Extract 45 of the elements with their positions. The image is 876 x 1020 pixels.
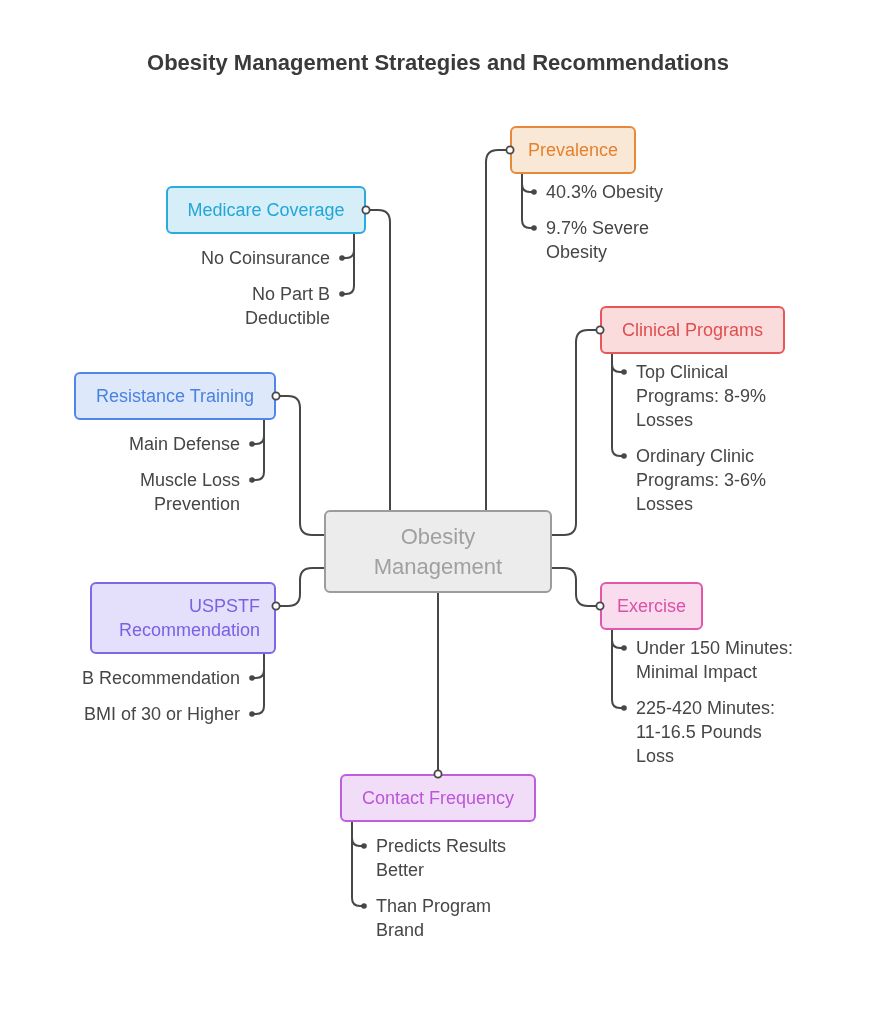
connector — [249, 653, 265, 717]
bullet-text: Muscle Loss Prevention — [120, 468, 252, 516]
topic-box — [600, 306, 785, 354]
bullet-text: BMI of 30 or Higher — [52, 702, 252, 726]
bullet-text: Main Defense — [102, 432, 252, 456]
connector — [351, 821, 367, 909]
bullet-text: Ordinary Clinic Programs: 3-6% Losses — [624, 444, 786, 516]
bullet-text: B Recommendation — [52, 666, 252, 690]
connector — [551, 325, 605, 536]
connector — [433, 592, 443, 779]
topic-label: Medicare Coverage — [187, 199, 345, 222]
connector — [611, 629, 627, 711]
topic-box — [90, 582, 276, 654]
connector — [611, 353, 627, 459]
topic-box — [340, 774, 536, 822]
topic-label: Contact Frequency — [361, 787, 515, 810]
topic-box — [74, 372, 276, 420]
bullet-text: No Part B Deductible — [230, 282, 342, 330]
bullet-text: Top Clinical Programs: 8-9% Losses — [624, 360, 786, 432]
topic-label: Resistance Training — [95, 385, 255, 408]
central-topic-box — [324, 510, 552, 593]
connector — [339, 233, 355, 297]
connector — [361, 205, 391, 511]
connector — [551, 567, 605, 611]
bullet-text: Predicts Results Better — [364, 834, 526, 882]
connector — [271, 391, 325, 536]
topic-label: USPSTF Recommendation — [117, 595, 260, 642]
connector — [271, 567, 325, 611]
topic-label: Exercise — [617, 595, 686, 618]
topic-box — [510, 126, 636, 174]
bullet-text: Under 150 Minutes: Minimal Impact — [624, 636, 816, 684]
diagram-title: Obesity Management Strategies and Recommendations — [147, 49, 729, 77]
connector — [485, 145, 515, 511]
bullet-text: 40.3% Obesity — [534, 180, 704, 204]
bullet-text: No Coinsurance — [168, 246, 342, 270]
bullet-text: Than Program Brand — [364, 894, 526, 942]
bullet-text: 225-420 Minutes: 11-16.5 Pounds Loss — [624, 696, 801, 768]
bullet-text: 9.7% Severe Obesity — [534, 216, 666, 264]
topic-label: Obesity Management — [372, 522, 504, 581]
connector — [249, 419, 265, 483]
connector — [521, 173, 537, 231]
topic-box — [600, 582, 703, 630]
topic-label: Clinical Programs — [621, 319, 763, 342]
topic-box — [166, 186, 366, 234]
topic-label: Prevalence — [527, 139, 619, 162]
